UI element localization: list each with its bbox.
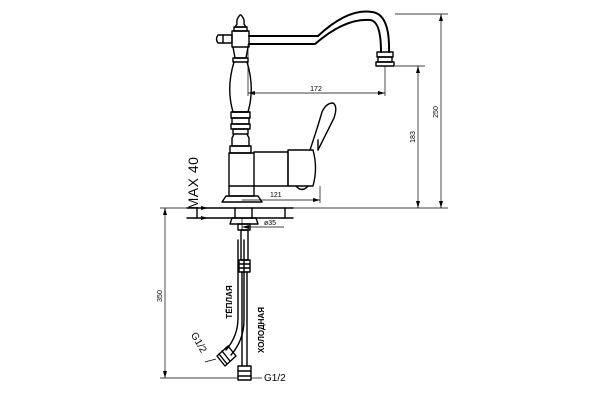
dim-hole-label: ø35 [264, 220, 276, 227]
hoses [216, 229, 252, 381]
dimension-lines [160, 13, 448, 379]
max-thickness-label: MAX 40 [185, 157, 201, 210]
handle-lever [253, 102, 337, 191]
faucet-body [215, 14, 263, 203]
dim-172-label: 172 [310, 86, 322, 93]
dim-121-label: 121 [270, 192, 282, 199]
spout [248, 10, 395, 67]
cold-hose-label: ХОЛОДНАЯ [257, 307, 266, 353]
dim-250-label: 250 [433, 106, 440, 118]
dim-350-label: 350 [157, 290, 164, 302]
warm-hose-label: ТЁПЛАЯ [225, 285, 234, 318]
dimension-arrows [163, 14, 443, 378]
warm-thread-label: G1/2 [188, 331, 209, 356]
dim-183-label: 183 [410, 131, 417, 143]
cold-thread-label: G1/2 [264, 373, 286, 384]
